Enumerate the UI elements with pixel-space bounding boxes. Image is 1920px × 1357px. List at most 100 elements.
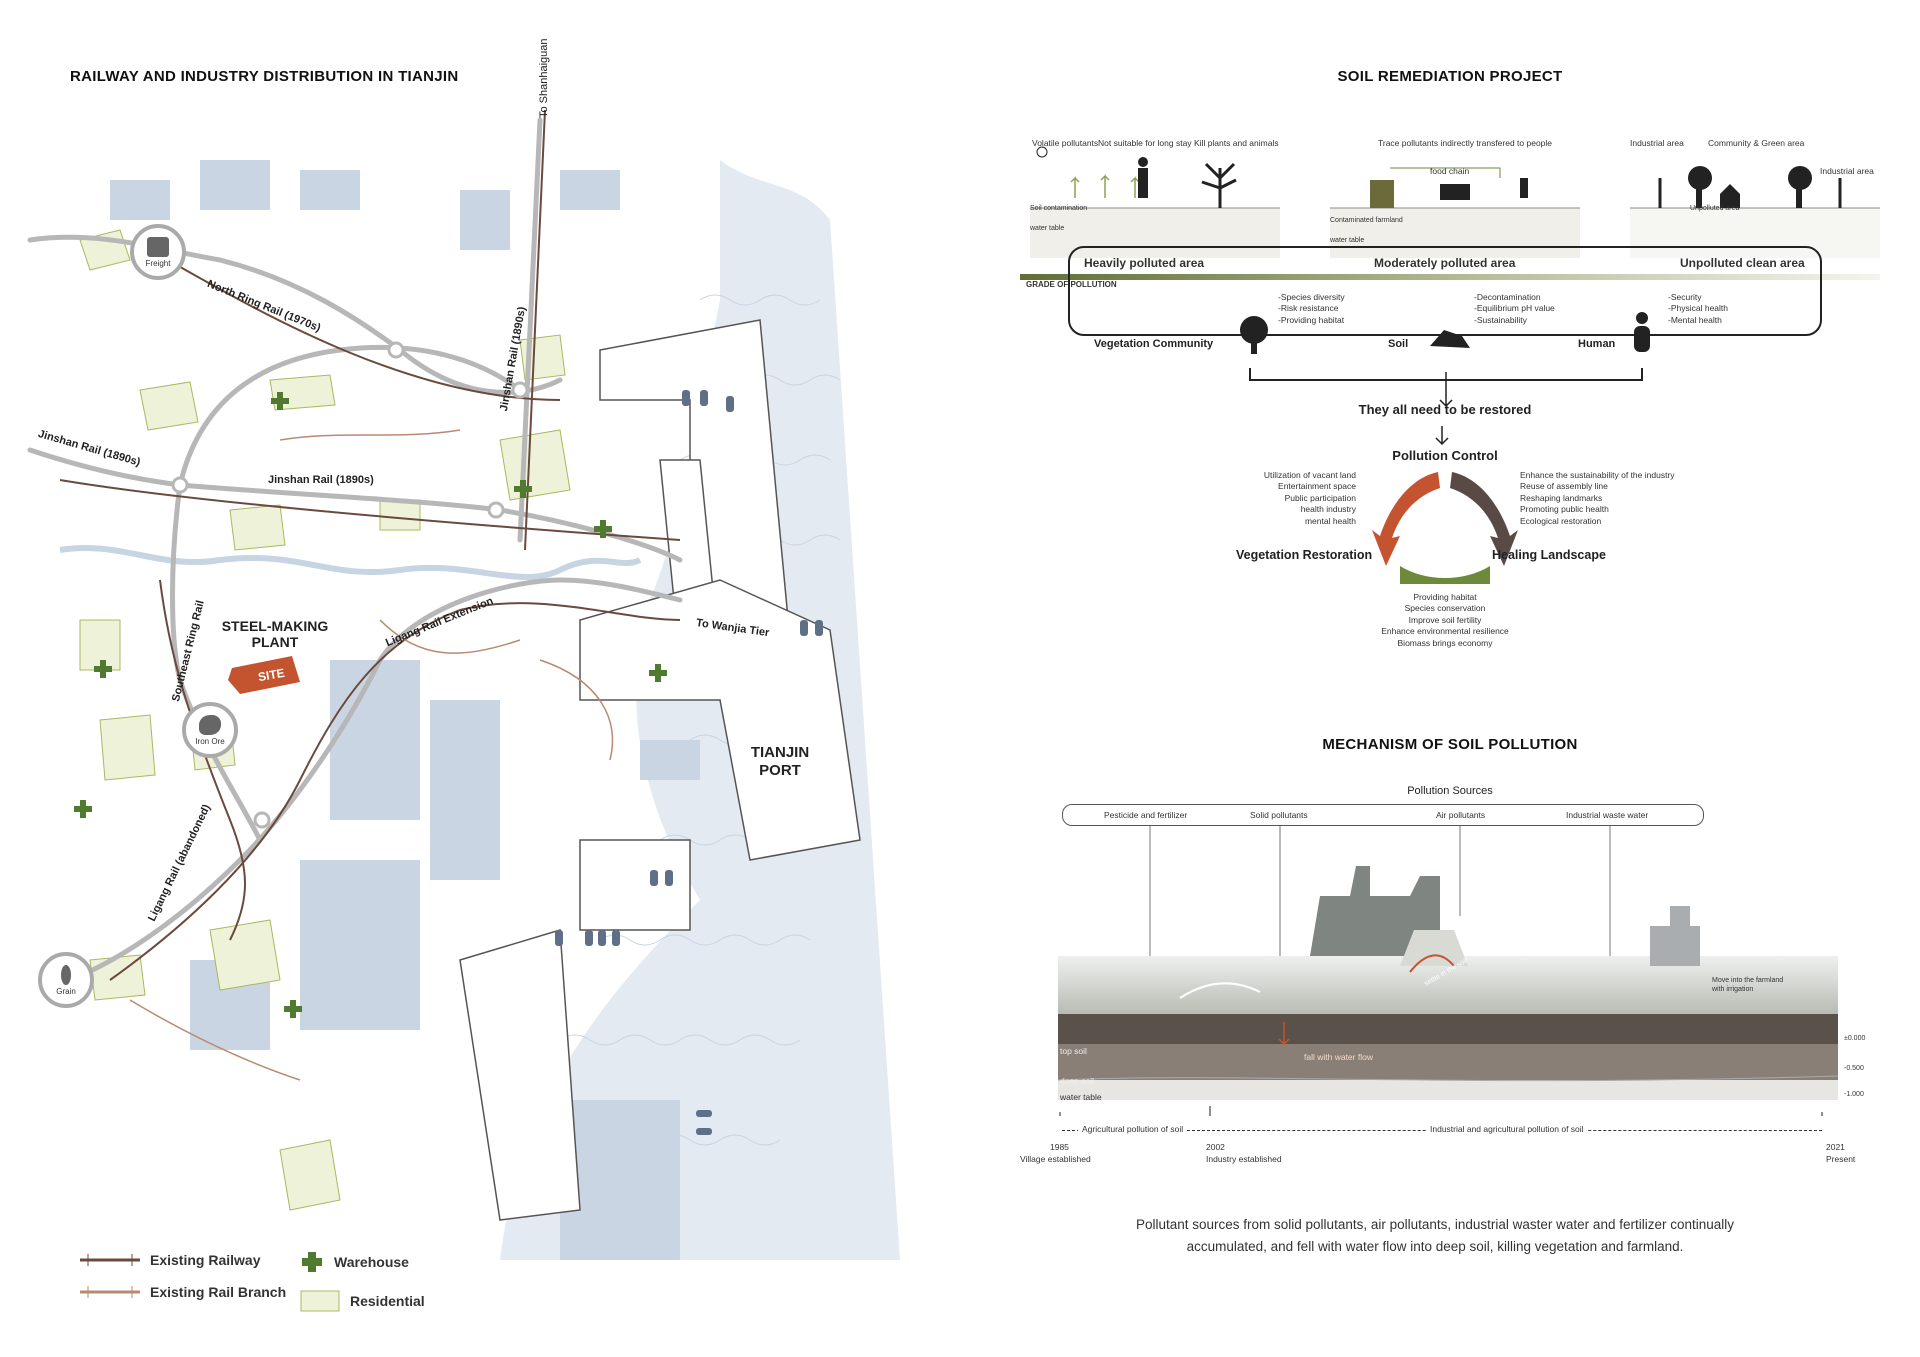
cooling-tower (1400, 930, 1468, 966)
residential-symbol (300, 1290, 340, 1312)
left-item: Entertainment space (1278, 481, 1356, 492)
mechanism-title: MECHANISM OF SOIL POLLUTION (1322, 736, 1578, 753)
source-water: Industrial waste water (1566, 810, 1649, 820)
mechanism-caption: Pollutant sources from solid pollutants,… (1040, 1214, 1830, 1257)
soil-pile-icon (1430, 330, 1470, 348)
existing-railways (59, 109, 681, 981)
iron-ore-node: Iron Ore (182, 702, 238, 758)
left-item: Utilization of vacant land (1263, 470, 1356, 480)
warehouse-icon (302, 1252, 322, 1272)
grade-heavy: Heavily polluted area (1084, 256, 1205, 270)
soil-list: -Decontamination -Equilibrium pH value -… (1474, 292, 1555, 326)
note-food-chain: food chain (1430, 166, 1470, 176)
map-legend-2: Warehouse Residential (300, 1250, 425, 1312)
source-air: Air pollutants (1436, 810, 1486, 820)
human-arrow (1372, 472, 1440, 566)
depth-0: ±0.000 (1844, 1035, 1866, 1042)
vegetation-arrow (1400, 566, 1490, 584)
left-list: Utilization of vacant land Entertainment… (1180, 470, 1356, 527)
grain-icon (61, 964, 71, 985)
label-to-shanhaiguan: To Shanhaiguan (538, 38, 550, 118)
legend-warehouse: Warehouse (300, 1250, 425, 1274)
source-pesticide: Pesticide and fertilizer (1104, 810, 1188, 820)
legend-branch-label: Existing Rail Branch (150, 1284, 287, 1300)
layer-top-soil: top soil (1060, 1046, 1087, 1056)
label-jinshan-mid: Jinshan Rail (1890s) (268, 474, 374, 486)
sources-bar (1062, 804, 1704, 826)
steel-plant-silhouette (1310, 866, 1440, 956)
legend-residential: Residential (300, 1290, 425, 1312)
note-trace: Trace pollutants indirectly transfered t… (1378, 138, 1553, 148)
bottom-item: Enhance environmental resilience (1381, 626, 1509, 637)
healing-landscape-label: Healing Landscape (1492, 548, 1606, 562)
depth-2: -1.000 (1844, 1091, 1864, 1098)
right-list: Enhance the sustainability of the indust… (1520, 470, 1720, 527)
right-item: Reshaping landmarks (1520, 492, 1603, 503)
soil-item: -Sustainability (1474, 314, 1527, 325)
layer-deep-soil: deep soil (1060, 1076, 1095, 1086)
veg-item: -Risk resistance (1278, 303, 1339, 314)
note-industrial-area: Industrial area (1630, 138, 1684, 148)
river (59, 544, 642, 580)
human-item: -Physical health (1668, 303, 1729, 314)
soil-arrow (1450, 472, 1518, 566)
restoration-cycle (1372, 472, 1518, 584)
left-item: health industry (1300, 504, 1356, 515)
layer-water-table: water table (1060, 1092, 1102, 1102)
grade-clean: Unpolluted clean area (1680, 256, 1805, 270)
timeline-ticks (1059, 1106, 1823, 1116)
sources-title: Pollution Sources (1407, 785, 1493, 797)
map-title: RAILWAY AND INDUSTRY DISTRIBUTION IN TIA… (70, 68, 459, 85)
bottom-item: Biomass brings economy (1397, 637, 1493, 648)
move-into-farmland: Move into the farmland with irrigation (1712, 977, 1784, 994)
sea-area (500, 160, 900, 1260)
top-soil-layer (1058, 1014, 1838, 1044)
legend-railway-label: Existing Railway (150, 1252, 261, 1268)
fall-arrow-icon (1278, 1022, 1290, 1046)
restore-flow (1240, 312, 1650, 408)
freight-label: Freight (145, 258, 171, 268)
note-community-green: Community & Green area (1708, 138, 1805, 148)
bottom-list: Providing habitat Species conservation I… (1340, 592, 1550, 649)
buildings-silhouette (1650, 906, 1700, 966)
label-steel-plant: STEEL-MAKING PLANT (221, 618, 329, 651)
settle-arrow-icon (1409, 954, 1455, 973)
note-water-table: water table (1030, 225, 1065, 232)
right-item: Enhance the sustainability of the indust… (1520, 470, 1675, 480)
year-2021: 2021 (1826, 1142, 1845, 1152)
remediation-title: SOIL REMEDIATION PROJECT (1337, 68, 1563, 85)
iron-ore-label: Iron Ore (195, 736, 225, 746)
depth-1: -0.500 (1844, 1065, 1864, 1072)
right-item: Reuse of assembly line (1520, 481, 1608, 492)
scene-moderate (1330, 167, 1580, 258)
legend-existing-branch: Existing Rail Branch (80, 1284, 286, 1300)
industrial-blocks (110, 160, 700, 1260)
note-industrial-area-2: Industrial area (1820, 166, 1874, 176)
branch-symbol (80, 1286, 140, 1298)
freight-container-icon (147, 236, 169, 257)
human-label: Human (1578, 338, 1616, 350)
restored-text: They all need to be restored (1358, 402, 1532, 417)
timeline-agri-label: Agricultural pollution of soil (1078, 1124, 1188, 1136)
veg-item: -Species diversity (1278, 292, 1345, 302)
railway-symbol (80, 1254, 140, 1266)
veg-restoration-label: Vegetation Restoration (1236, 548, 1373, 562)
note-soil-contamination: Soil contamination (1030, 205, 1088, 212)
map-legend: Existing Railway Existing Rail Branch (80, 1252, 286, 1300)
timeline-ind-label: Industrial and agricultural pollution of… (1426, 1124, 1588, 1136)
fall-with-water: fall with water flow (1304, 1052, 1373, 1062)
right-item: Promoting public health (1520, 504, 1609, 515)
note-volatile: Volatile pollutants (1032, 138, 1099, 148)
bottom-item: Improve soil fertility (1408, 614, 1482, 625)
soil-item: -Decontamination (1474, 292, 1541, 302)
human-item: -Mental health (1668, 314, 1722, 325)
legend-residential-label: Residential (350, 1293, 425, 1309)
tianjin-map (27, 109, 900, 1260)
deep-soil-layer (1058, 1044, 1838, 1080)
ships (555, 390, 823, 1135)
veg-item: -Providing habitat (1278, 314, 1345, 325)
grade-gradient-bar (1020, 274, 1880, 280)
village-established: Village established (1020, 1154, 1091, 1164)
site-marker (228, 656, 300, 694)
human-item: -Security (1668, 292, 1702, 302)
